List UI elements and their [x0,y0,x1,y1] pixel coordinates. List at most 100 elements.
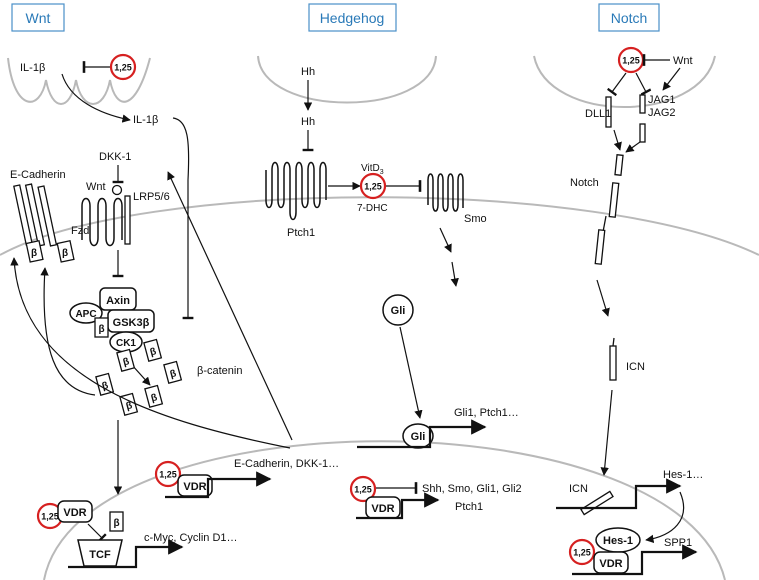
gli-nuclear-arrow [399,326,423,419]
ecad-beta-1: β [25,239,44,263]
myc-target-label: c-Myc, Cyclin D1… [144,532,238,544]
myc-gene [68,539,184,569]
shh-target-label: Shh, Smo, Gli1, Gli2 [422,483,522,495]
smo-receptor [427,173,464,212]
hh-label: Hh [301,116,315,128]
d125-wnt-vdr1: 1,25 [154,460,182,488]
dkk1-expression-arrow [167,171,293,441]
svg-text:β: β [150,392,159,404]
svg-text:GSK3β: GSK3β [113,317,150,329]
svg-text:1,25: 1,25 [364,182,382,192]
d125-notch-top: 1,25 [617,46,645,74]
jag1-ligand [639,94,646,114]
d125-hh: 1,25 [359,172,387,200]
lrp56-receptor [124,195,131,245]
dll1-ligand [605,96,612,128]
destruction-complex: Axin APC GSK3β β CK1 [69,287,155,353]
svg-text:1,25: 1,25 [159,470,177,480]
free-beta-catenin: β β β β β β [95,338,183,417]
ptch1-target-label: Ptch1 [455,501,483,513]
d125-wnt-vdr2: 1,25 [36,502,64,530]
jag-to-notch [625,141,641,153]
il1b-label: IL-1β [133,114,158,126]
notch-tm [602,215,607,233]
notch-cleavage-arrow [596,279,610,317]
svg-text:β: β [149,346,158,358]
fzd-receptor [81,197,123,247]
lrp56-label: LRP5/6 [133,191,170,203]
notch-intracellular [594,229,606,265]
hh-neighbor-cell-membrane [257,55,437,104]
svg-text:β: β [113,518,119,529]
icn-nuclear-arrow [600,389,613,476]
svg-text:Axin: Axin [106,295,130,307]
hes1-target-label: Hes-1… [663,469,703,481]
nuclear-beta-catenin: β [109,511,124,532]
icn-line [612,337,615,347]
il1b-inhibits-gsk3b [172,117,194,320]
icn-fragment [609,345,617,381]
svg-text:β: β [98,324,104,335]
notch-segment-2 [608,182,620,218]
notch-label: Notch [570,177,599,189]
d125-inhibits-jag [635,72,652,96]
ecad-beta-2: β [56,239,75,263]
ptch1-receptor [265,161,327,221]
svg-text:CK1: CK1 [116,338,136,349]
svg-text:VDR: VDR [599,558,622,570]
svg-text:VDR: VDR [183,481,206,493]
wnt-neighbor-cell-membrane [7,57,151,105]
d125-wnt-top: 1,25 [109,53,137,81]
il1b-label-top: IL-1β [20,62,45,74]
svg-text:β: β [169,368,178,380]
d125-hh-vdr: 1,25 [349,475,377,503]
wnt-pathway: IL-1β 1,25 IL-1β DKK-1 Wnt LRP5/6 Fzd E-… [10,53,339,569]
svg-text:APC: APC [75,309,96,320]
jag2-ligand [639,123,646,143]
svg-text:Hedgehog: Hedgehog [320,10,385,26]
d125-notch-vdr: 1,25 [568,538,596,566]
gli-target-label: Gli1, Ptch1… [454,407,519,419]
vdr-box-wnt-2 [57,500,93,523]
spp1-gene [572,544,698,576]
svg-text:β: β [122,356,131,368]
ecad-gene [165,471,272,499]
dll1-to-notch [613,129,622,151]
spp1-label: SPP1 [664,537,692,549]
complex-beta [94,317,109,338]
svg-text:β: β [31,248,37,259]
icn-label-nucleus: ICN [569,483,588,495]
beta-catenin-label: β-catenin [197,365,242,377]
notch-wnt-label: Wnt [673,55,693,67]
ecadherin-label: E-Cadherin [10,169,66,181]
header-notch: Notch [598,3,660,32]
svg-text:VDR: VDR [63,507,86,519]
fzd-label: Fzd [71,225,89,237]
svg-text:1,25: 1,25 [41,512,59,522]
wnt-ligand [111,184,123,196]
header-hedgehog: Hedgehog [308,3,397,32]
svg-text:Wnt: Wnt [26,10,51,26]
svg-text:1,25: 1,25 [354,485,372,495]
icn-label: ICN [626,361,645,373]
vdr-inhibits-catenin [87,523,107,543]
il1b-secretion-arrow [61,73,131,123]
ecad-target-label: E-Cadherin, DKK-1… [234,458,339,470]
vitd3-label: VitD3 [361,163,384,176]
hes1-feedback-arrow [645,491,685,543]
smo-label: Smo [464,213,487,225]
svg-text:1,25: 1,25 [114,63,132,73]
hes1-ellipse: Hes-1 [595,527,641,553]
svg-text:β: β [101,380,110,392]
ecad-expression-arrow [10,257,291,449]
header-wnt: Wnt [11,3,65,32]
svg-text:TCF: TCF [89,549,111,561]
svg-text:1,25: 1,25 [622,56,640,66]
svg-text:1,25: 1,25 [573,548,591,558]
ecadherin-receptor [13,183,58,247]
wnt-ligand-label: Wnt [86,181,106,193]
d125-inhibits-dll1 [606,72,627,97]
jag1-label: JAG1 [648,94,676,106]
dkk1-label: DKK-1 [99,151,131,163]
